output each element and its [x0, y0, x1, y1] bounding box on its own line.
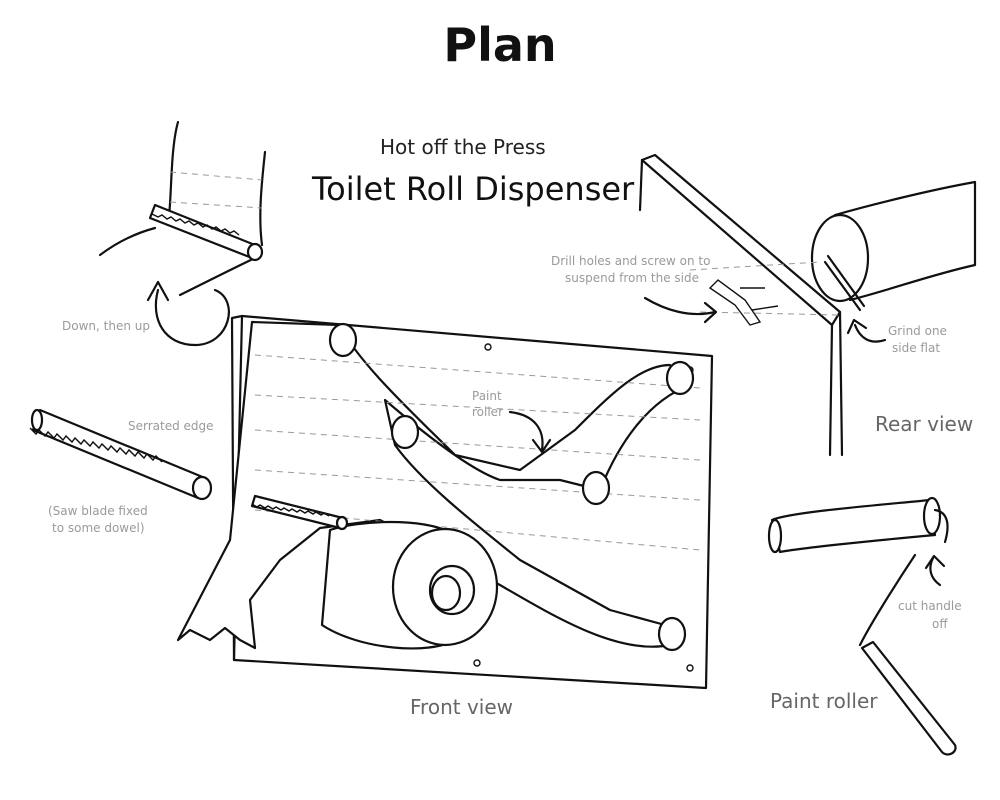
cut-handle-arrow-icon: [924, 554, 946, 587]
label-drill-line1: Drill holes and screw on to: [551, 254, 711, 268]
label-cut-handle-line1: cut handle: [898, 599, 962, 613]
drill-arrow-icon: [643, 296, 718, 324]
caption-paint-roller: Paint roller: [770, 689, 878, 713]
label-paint-roller-line2: roller: [472, 405, 503, 419]
caption-rear-view: Rear view: [875, 412, 974, 436]
paint-roller-pointer-icon: [508, 410, 552, 454]
label-cut-handle-line2: off: [932, 617, 948, 631]
page-title: Plan: [443, 18, 557, 72]
subtitle: Hot off the Press: [380, 135, 546, 159]
down-then-up-arrow-icon: [146, 280, 230, 347]
label-saw-blade-line1: (Saw blade fixed: [48, 504, 148, 518]
rear-view: [638, 153, 977, 457]
label-saw-blade-line2: to some dowel): [52, 521, 145, 535]
front-view-board: [176, 314, 714, 690]
label-down-then-up: Down, then up: [62, 319, 150, 333]
saw-blade-dowel: [29, 408, 213, 501]
main-title: Toilet Roll Dispenser: [312, 170, 635, 208]
paint-roller-tool: [767, 496, 957, 756]
label-grind-line1: Grind one: [888, 324, 947, 338]
label-serrated-edge: Serrated edge: [128, 419, 214, 433]
label-paint-roller-line1: Paint: [472, 389, 502, 403]
label-grind-line2: side flat: [892, 341, 941, 355]
grind-arrow-icon: [846, 318, 887, 343]
caption-front-view: Front view: [410, 695, 513, 719]
label-drill-line2: suspend from the side: [565, 271, 699, 285]
paper-over-dowel-detail: [98, 120, 267, 297]
